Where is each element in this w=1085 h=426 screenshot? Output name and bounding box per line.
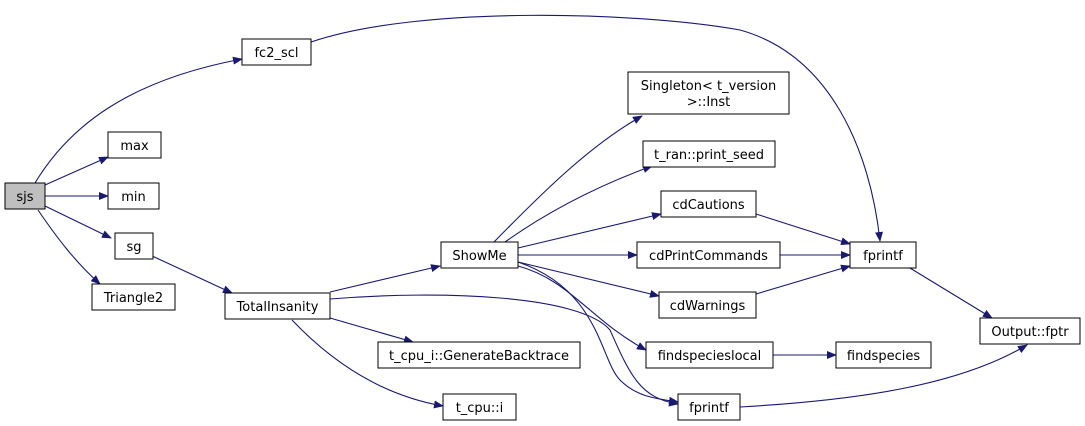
edges (34, 14, 1028, 409)
node-label: cdCautions (672, 198, 745, 213)
edge-showme-cdwarnings (517, 261, 660, 298)
node-sg[interactable]: sg (114, 232, 154, 260)
node-max[interactable]: max (107, 131, 162, 159)
edge-sjs-fc2_scl (34, 56, 243, 184)
node-label: fprintf (863, 249, 903, 264)
node-label: TotalInsanity (236, 300, 319, 315)
node-label: sjs (16, 190, 33, 205)
edge-sjs-sg (44, 205, 112, 239)
edge-fc2_scl-fprintf_top (310, 14, 883, 242)
node-label: t_ran::print_seed (654, 148, 764, 163)
edge-totalinsanity-showme (329, 264, 441, 293)
node-cdprintcommands[interactable]: cdPrintCommands (636, 241, 781, 269)
node-singleton[interactable]: Singleton< t_version >::Inst (627, 71, 790, 115)
node-generatebacktrace[interactable]: t_cpu_i::GenerateBacktrace (377, 341, 581, 369)
node-print_seed[interactable]: t_ran::print_seed (642, 140, 776, 168)
edge-sg-totalinsanity (149, 254, 233, 294)
node-label: max (120, 139, 149, 154)
node-cdcautions[interactable]: cdCautions (660, 190, 757, 218)
edge-showme-singleton (493, 115, 643, 243)
node-label: findspecieslocal (658, 349, 762, 364)
node-triangle2[interactable]: Triangle2 (91, 283, 176, 311)
node-fprintf-top[interactable]: fprintf (849, 241, 917, 269)
node-label: min (121, 190, 146, 205)
node-tcpu-i[interactable]: t_cpu::i (442, 393, 517, 421)
node-label: Output::fptr (991, 325, 1069, 340)
node-totalinsanity[interactable]: TotalInsanity (224, 292, 331, 320)
node-showme[interactable]: ShowMe (440, 241, 519, 269)
edge-showme-fprintf_bottom (517, 261, 679, 405)
edge-sjs-triangle2 (37, 209, 101, 285)
edge-showme-cdcautions (517, 212, 662, 249)
node-label: t_cpu_i::GenerateBacktrace (389, 349, 569, 364)
node-min[interactable]: min (107, 182, 160, 210)
node-label: sg (126, 240, 141, 255)
edge-totalinsanity-tcpu_i (291, 319, 444, 409)
edge-sjs-max (44, 156, 109, 186)
node-label: t_cpu::i (456, 401, 504, 416)
node-label: Triangle2 (103, 291, 163, 306)
edge-totalinsanity-fprintf_bottom (329, 294, 679, 407)
node-findspecieslocal[interactable]: findspecieslocal (645, 341, 774, 369)
edge-cdwarnings-fprintf_top (755, 264, 851, 295)
edge-fprintf_bottom-output_fptr (739, 344, 1028, 408)
node-label: fc2_scl (254, 46, 298, 61)
node-label-line1: Singleton< t_version (641, 79, 777, 94)
node-label-line2: >::Inst (687, 95, 731, 110)
node-fc2_scl[interactable]: fc2_scl (241, 38, 312, 66)
node-sjs[interactable]: sjs (4, 182, 46, 210)
nodes: sjs fc2_scl max min sg Triangle2 TotalIn… (4, 38, 1081, 421)
edge-cdcautions-fprintf_top (755, 213, 851, 246)
edge-fprintf_top-output_fptr (904, 264, 993, 319)
edge-showme-print_seed (504, 165, 653, 243)
node-label: cdWarnings (670, 299, 746, 314)
node-label: findspecies (847, 349, 920, 364)
node-findspecies[interactable]: findspecies (835, 341, 932, 369)
node-output-fptr[interactable]: Output::fptr (979, 317, 1081, 345)
node-label: fprintf (689, 401, 729, 416)
edge-showme-findspecieslocal (517, 265, 647, 351)
edge-totalinsanity-generatebacktrace (329, 317, 414, 344)
node-fprintf-bottom[interactable]: fprintf (677, 393, 741, 421)
node-label: ShowMe (452, 249, 506, 264)
node-cdwarnings[interactable]: cdWarnings (658, 291, 757, 319)
node-label: cdPrintCommands (649, 249, 768, 264)
